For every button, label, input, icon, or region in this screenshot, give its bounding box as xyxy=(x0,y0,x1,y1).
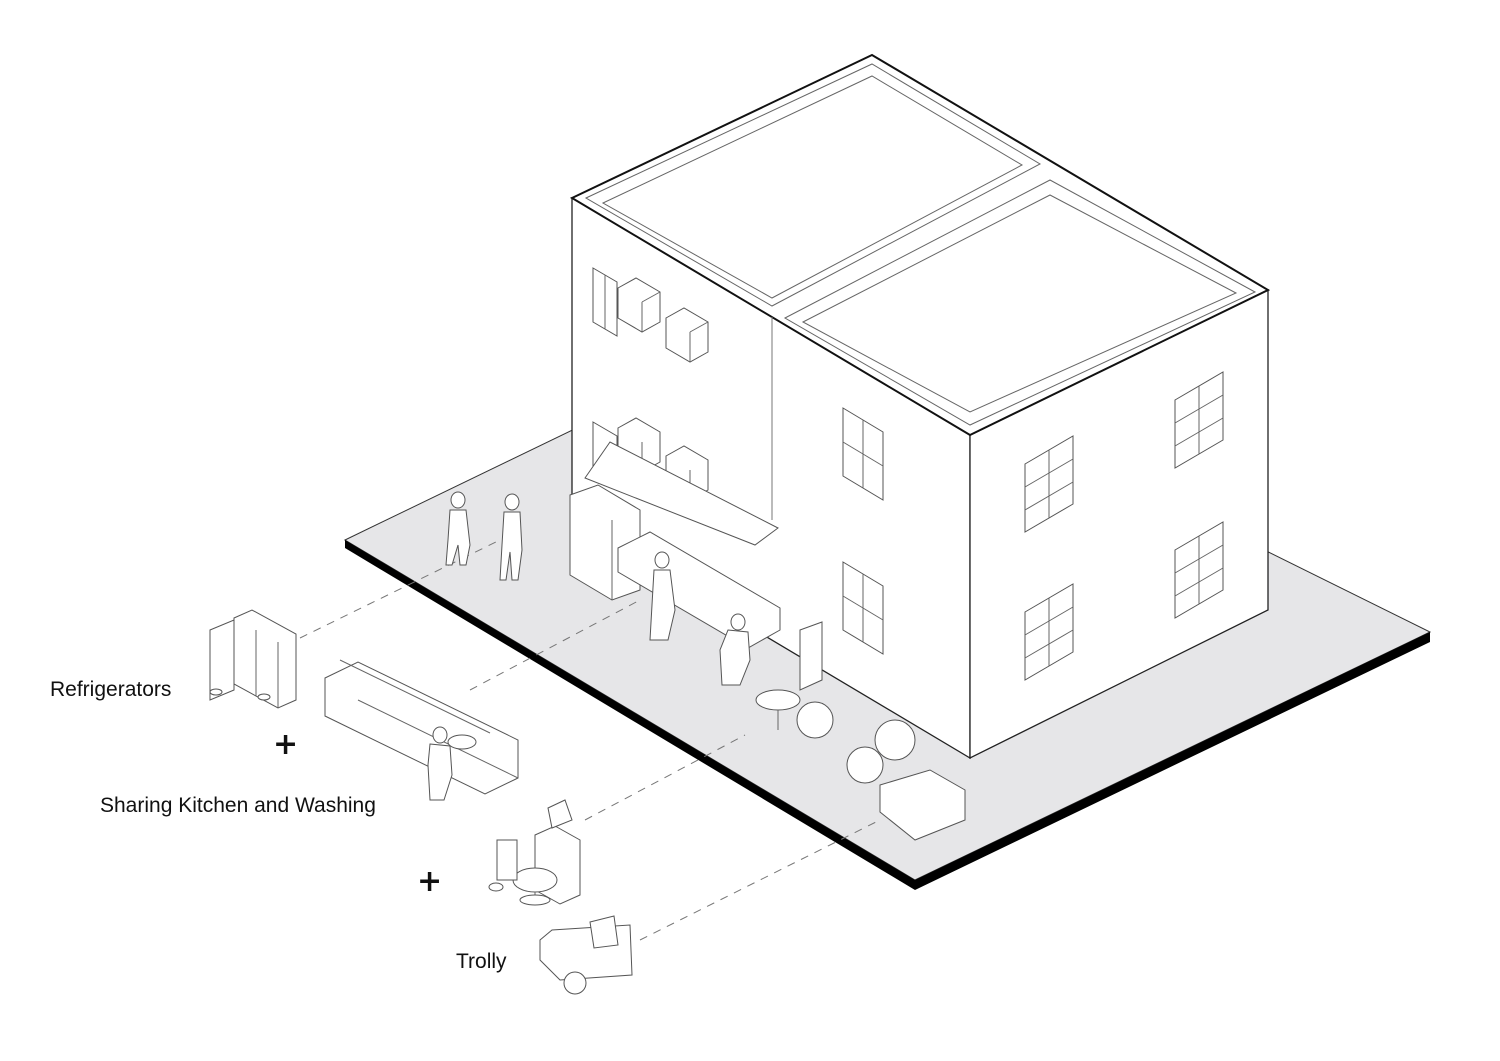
window xyxy=(1174,371,1224,469)
refrigerators-icon xyxy=(209,609,297,709)
kitchen-icon xyxy=(324,659,519,801)
window xyxy=(592,267,618,337)
window xyxy=(842,407,884,501)
person xyxy=(445,491,471,566)
bicycle-wheel xyxy=(796,701,834,739)
awning xyxy=(584,441,779,546)
trolly-icon xyxy=(539,915,633,995)
roof xyxy=(569,53,1271,437)
plus-sign: + xyxy=(417,864,443,899)
kitchen-label: Sharing Kitchen and Washing xyxy=(100,794,376,817)
trolly-label: Trolly xyxy=(456,950,507,973)
bicycle-wheel xyxy=(846,746,884,784)
person xyxy=(427,726,453,801)
windows xyxy=(592,267,1224,681)
trolly-on-site xyxy=(879,769,966,841)
window xyxy=(842,561,884,655)
window xyxy=(1024,583,1074,681)
washing-table-icon xyxy=(488,799,581,906)
plus-sign: + xyxy=(273,727,299,762)
person xyxy=(649,551,676,641)
person xyxy=(499,493,523,581)
person xyxy=(719,613,751,686)
legend-objects xyxy=(209,609,633,995)
ac-units xyxy=(617,277,709,501)
table xyxy=(755,689,801,711)
window xyxy=(1024,435,1074,533)
street-objects xyxy=(445,441,966,841)
refrigerators-label: Refrigerators xyxy=(50,678,172,701)
window xyxy=(1174,521,1224,619)
washing-unit xyxy=(799,621,823,691)
bicycle-wheel xyxy=(874,719,916,761)
